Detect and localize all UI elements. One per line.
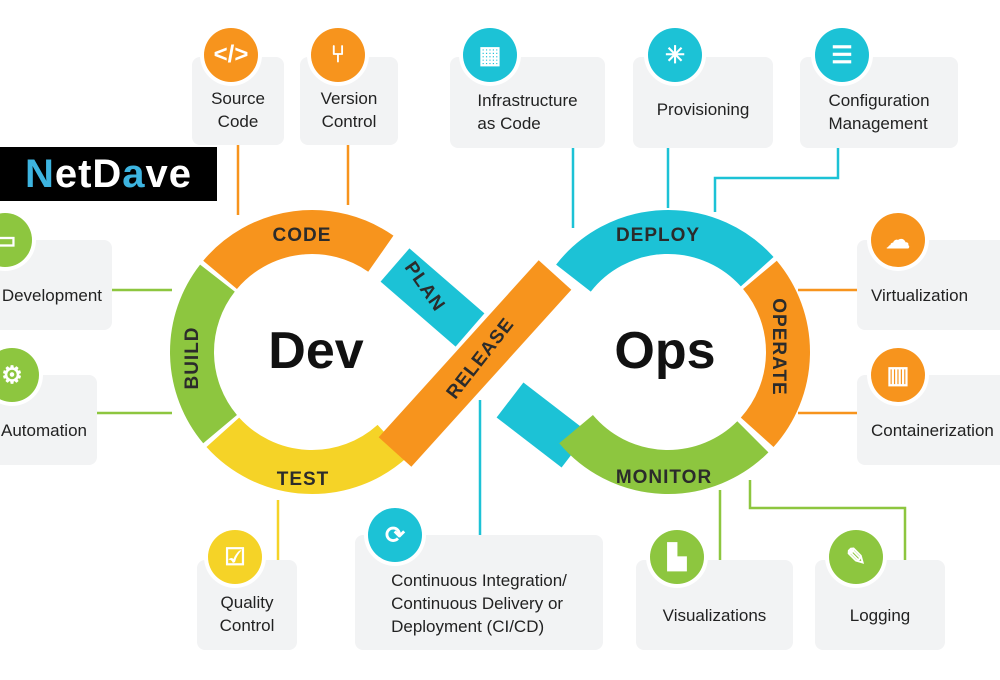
sliders-icon: ☰ [815,28,869,82]
segment-monitor [559,414,769,494]
netdave-logo: NetDave [0,147,217,201]
segment-test [206,417,408,494]
box-development: Development [0,240,112,330]
blocks-icon: ▦ [463,28,517,82]
cloud-icon: ☁ [871,213,925,267]
stage-build: BUILD [182,326,203,389]
dev-title: Dev [268,322,363,380]
segment-release [378,260,572,467]
segment-plan [380,248,485,347]
network-icon: ✳ [648,28,702,82]
stage-code: CODE [273,225,332,246]
git-branch-icon: ⑂ [311,28,365,82]
stage-operate: OPERATE [768,298,789,395]
connector-config [713,148,840,212]
segment-code [203,210,394,290]
connector-logging [748,480,907,560]
segment-build [170,264,238,444]
checklist-icon: ☑ [208,530,262,584]
refresh-icon: ⟳ [368,508,422,562]
stage-deploy: DEPLOY [616,225,700,246]
segment-operate [740,260,810,448]
stage-monitor: MONITOR [616,467,712,488]
bar-chart-icon: ▙ [650,530,704,584]
code-brackets-icon: </> [204,28,258,82]
log-edit-icon: ✎ [829,530,883,584]
stage-test: TEST [277,469,330,490]
ops-title: Ops [614,322,715,380]
container-icon: ▥ [871,348,925,402]
segment-deploy [556,210,774,293]
